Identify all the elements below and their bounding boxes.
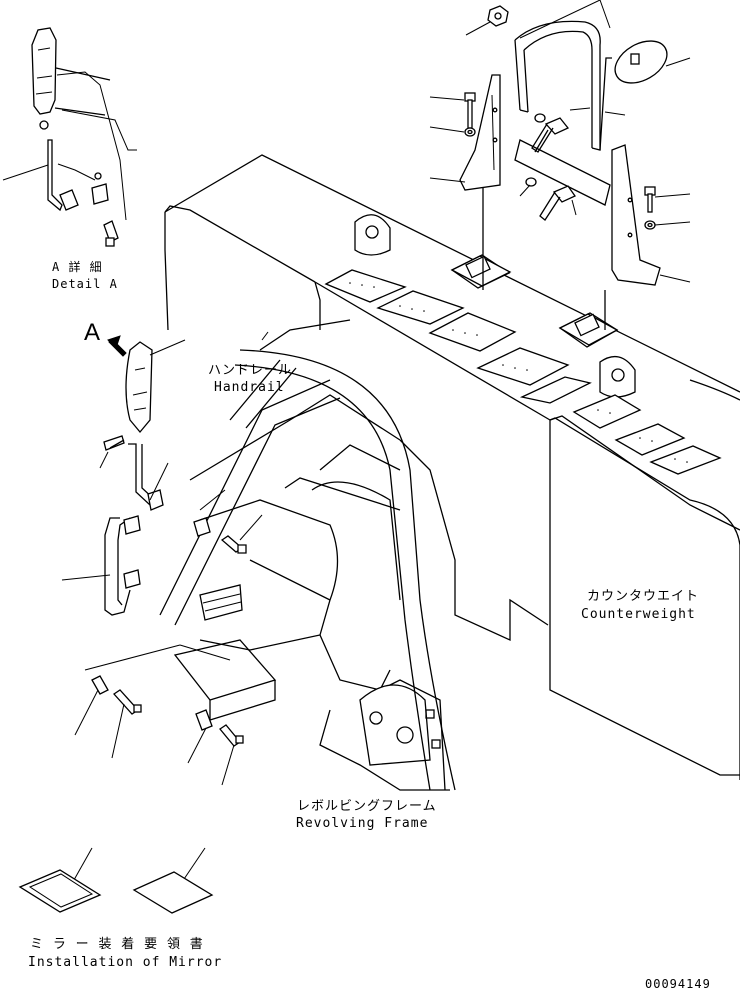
- bolt-1: [464, 92, 476, 129]
- bolt-4: [644, 186, 656, 213]
- hinge-hole-left: [369, 711, 383, 725]
- cross-plate: [514, 139, 611, 206]
- mount-pad-right-inner: [574, 313, 600, 337]
- detail-bolt: [103, 220, 119, 243]
- view-arrow: [107, 335, 127, 357]
- pin: [103, 435, 125, 451]
- drawing-number: 00094149: [645, 977, 711, 991]
- detail-a-jp-label: A 詳 細: [52, 259, 103, 274]
- installation-manual: [18, 869, 214, 914]
- step-plate: [199, 584, 243, 621]
- washer-2: [534, 113, 546, 123]
- manual-sheet-2: [132, 871, 214, 914]
- side-mirror-parts[interactable]: [91, 335, 247, 747]
- bracket-left: [459, 74, 501, 191]
- hinge-bolt-2: [431, 739, 441, 749]
- handrail-en-label: Handrail: [214, 380, 285, 395]
- washer-3: [525, 177, 537, 187]
- mirror-clamp: [630, 53, 640, 65]
- clamp-2: [123, 515, 141, 535]
- leader-lines: [2, 0, 691, 888]
- side-mirror[interactable]: [125, 341, 153, 434]
- hinge-bracket: [359, 684, 431, 766]
- manual-en-label: Installation of Mirror: [28, 955, 222, 970]
- detail-a-en-label: Detail A: [52, 277, 118, 291]
- clamp-3: [123, 569, 141, 589]
- manual-sheet-1: [18, 869, 102, 913]
- counterweight-en-label: Counterweight: [581, 607, 696, 622]
- hinge-hole-right: [396, 726, 414, 744]
- clamp-1: [147, 489, 164, 511]
- frame-curve-outer: [239, 349, 456, 791]
- view-a-marker: A: [84, 319, 100, 346]
- plate-texture: [349, 282, 688, 463]
- clip-1: [91, 675, 109, 695]
- counterweight-jp-label: カウンタウエイト: [587, 589, 699, 604]
- detail-bracket: [91, 183, 109, 205]
- revolving-frame: [173, 319, 456, 791]
- washer-4: [644, 220, 656, 230]
- mini-bracket: [193, 517, 211, 537]
- mirror-head[interactable]: [608, 32, 674, 91]
- washer-1: [464, 127, 476, 137]
- detail-clip: [59, 189, 79, 211]
- anti-slip-plates: [324, 254, 722, 475]
- lifting-eye-right: [599, 355, 636, 398]
- bolt-3: [539, 185, 576, 221]
- revolving-frame-jp-label: レボルビングフレーム: [297, 799, 437, 814]
- clip-2: [195, 709, 213, 731]
- detail-a: [31, 27, 119, 247]
- mirror-assembly[interactable]: [459, 5, 674, 330]
- detail-mirror: [31, 27, 57, 115]
- mount-pad-left-inner: [465, 255, 491, 279]
- nut-top: [487, 5, 509, 27]
- lifting-eye-left: [354, 214, 391, 256]
- frame-curve-inner: [234, 364, 431, 791]
- revolving-frame-en-label: Revolving Frame: [296, 816, 428, 831]
- hinge-bolt-1: [425, 709, 435, 719]
- handrail-jp-label: ハンドレール: [208, 363, 292, 378]
- bolt-2: [531, 117, 570, 153]
- handrail[interactable]: [159, 359, 341, 626]
- manual-jp-label: ミ ラ ー 装 着 要 領 書: [30, 936, 204, 952]
- bracket-right: [611, 144, 661, 286]
- counterweight: [164, 154, 740, 780]
